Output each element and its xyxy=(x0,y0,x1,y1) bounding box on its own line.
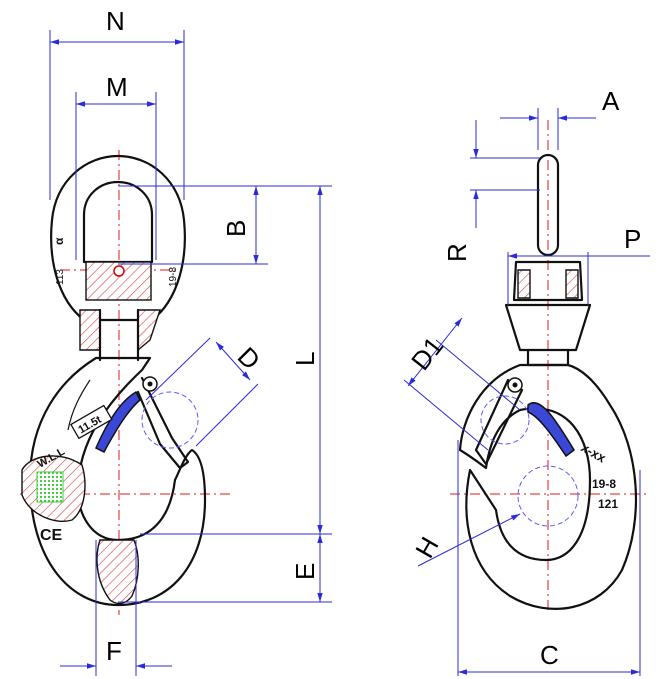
hook-bottom-section xyxy=(96,539,139,605)
dim-d1-line xyxy=(407,317,463,387)
throat-circle-h xyxy=(517,465,579,527)
green-label-plate xyxy=(36,471,64,503)
dim-label-n: N xyxy=(106,6,125,36)
dim-d-line xyxy=(215,341,251,381)
dim-label-f: F xyxy=(106,636,122,666)
dim-h-line xyxy=(417,513,521,567)
dim-d-ext-1 xyxy=(145,337,211,401)
hook-throat-line xyxy=(67,379,91,431)
swivel-eye-side xyxy=(536,153,560,257)
marking-grade-left: α xyxy=(52,237,66,245)
right-view: x-xx 19-8 121 A R P D1 H C xyxy=(403,86,650,676)
marking-113: 113 xyxy=(55,269,66,285)
dim-d1-ext-2 xyxy=(403,379,489,451)
swivel-eye-inner xyxy=(82,180,154,264)
shank xyxy=(98,308,140,362)
swivel-pin xyxy=(113,265,125,277)
hook-body-side xyxy=(458,363,638,610)
latch-arm-side xyxy=(474,378,524,466)
dim-label-e: E xyxy=(290,563,320,580)
dim-label-d: D xyxy=(232,341,266,375)
dim-label-d1: D1 xyxy=(405,331,449,376)
dim-label-m: M xyxy=(106,72,128,102)
marking-121: 121 xyxy=(598,497,618,511)
dim-label-p: P xyxy=(624,224,641,254)
throat-circle-d1 xyxy=(480,395,530,445)
marking-19-8-right: 19-8 xyxy=(592,477,616,491)
latch-arm xyxy=(136,376,190,470)
hook-neck-side xyxy=(504,303,592,352)
dim-label-l: L xyxy=(290,352,320,366)
wll-value-frame xyxy=(70,404,113,440)
safety-latch-left xyxy=(95,390,141,453)
dim-label-b: B xyxy=(221,220,251,237)
latch-pivot-side-center xyxy=(512,382,518,388)
shank-hatch-left xyxy=(79,309,101,351)
marking-19-8-left: 19-8 xyxy=(168,267,179,287)
nut-hatch-right xyxy=(565,269,579,299)
marking-grade-right: x-xx xyxy=(579,440,610,466)
marking-ce: CE xyxy=(40,527,63,544)
throat-circle-d xyxy=(141,391,199,449)
left-view: 113 α 19-8 W.L.L 11.5t CE N M B L E xyxy=(20,6,332,676)
shank-hatch-right xyxy=(137,309,161,352)
dim-label-c: C xyxy=(540,640,559,670)
dim-label-a: A xyxy=(602,86,620,116)
nut-hatch-left xyxy=(517,269,531,299)
dim-label-h: H xyxy=(409,532,444,563)
latch-pivot-center xyxy=(147,381,153,387)
dim-label-r: R xyxy=(442,243,472,262)
swivel-nut-side xyxy=(512,260,584,302)
dim-d-ext-2 xyxy=(195,383,259,447)
safety-latch-right xyxy=(527,402,575,458)
